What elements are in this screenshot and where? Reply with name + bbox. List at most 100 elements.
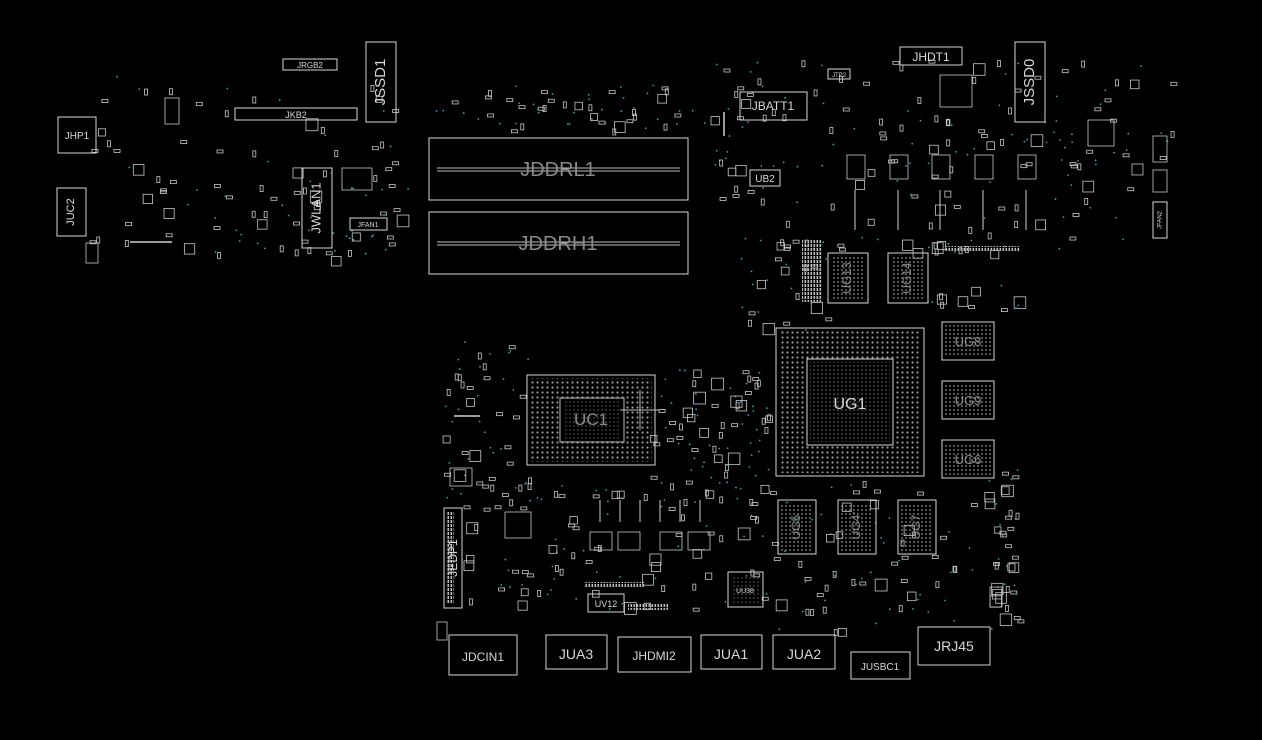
part-jfan1[interactable]: JFAN1 bbox=[349, 217, 388, 231]
via bbox=[448, 462, 451, 464]
part-ug9[interactable]: UG9 bbox=[941, 380, 995, 420]
part-jfan2[interactable]: JFAN2 bbox=[1152, 201, 1168, 239]
part-jhdt1[interactable]: JHDT1 bbox=[899, 46, 963, 66]
smd-part bbox=[396, 214, 410, 228]
via bbox=[644, 127, 647, 130]
via bbox=[718, 447, 721, 450]
via bbox=[646, 92, 649, 95]
via bbox=[551, 565, 554, 568]
smd-part bbox=[731, 423, 739, 428]
via bbox=[575, 598, 578, 600]
part-jddrl1[interactable]: JDDRL1 bbox=[428, 137, 689, 201]
via bbox=[1017, 62, 1019, 65]
via bbox=[1071, 133, 1073, 136]
part-ug5[interactable]: UG5 bbox=[777, 499, 817, 555]
smd-part bbox=[734, 185, 739, 193]
part-jrj45[interactable]: JRJ45 bbox=[917, 626, 991, 666]
part-uu38[interactable]: UU38 bbox=[727, 571, 764, 608]
via bbox=[715, 63, 718, 66]
via bbox=[489, 352, 491, 355]
part-ug1[interactable]: UG1 bbox=[775, 327, 925, 477]
smd-part bbox=[940, 535, 947, 540]
pin-strip bbox=[628, 604, 668, 610]
smd-part bbox=[643, 494, 648, 501]
part-ug7[interactable]: UG7 bbox=[897, 499, 937, 555]
smd-part bbox=[937, 241, 947, 250]
via bbox=[752, 405, 754, 408]
via bbox=[998, 104, 1001, 107]
smd-part bbox=[692, 583, 697, 591]
part-jssd1[interactable]: JSSD1 bbox=[365, 41, 397, 123]
part-jedp1[interactable]: JEDP1 bbox=[443, 507, 463, 609]
via bbox=[1023, 140, 1026, 143]
part-ug6[interactable]: UG6 bbox=[941, 439, 995, 479]
part-ug13[interactable]: UG13 bbox=[827, 252, 869, 304]
smd-part bbox=[562, 101, 567, 109]
part-jbatt1[interactable]: JBATT1 bbox=[739, 91, 808, 121]
via bbox=[590, 118, 593, 120]
smd-part bbox=[687, 413, 696, 423]
jfan2-label: JFAN2 bbox=[1158, 210, 1164, 229]
smd-part bbox=[674, 113, 682, 118]
jssd0-label: JSSD0 bbox=[1021, 59, 1038, 106]
part-jusbc1[interactable]: JUSBC1 bbox=[850, 651, 911, 680]
via bbox=[660, 395, 663, 398]
inductor bbox=[931, 154, 951, 180]
via bbox=[281, 204, 284, 207]
via bbox=[750, 514, 753, 517]
part-juc2[interactable]: JUC2 bbox=[56, 187, 87, 237]
part-jhp1[interactable]: JHP1 bbox=[57, 116, 97, 154]
via bbox=[736, 497, 739, 500]
part-jddrh1[interactable]: JDDRH1 bbox=[428, 211, 689, 275]
via bbox=[822, 102, 825, 105]
smd-part bbox=[1072, 213, 1080, 217]
smd-part bbox=[1008, 509, 1013, 517]
via bbox=[196, 189, 199, 191]
part-jwlan1[interactable]: JWLAN1 bbox=[301, 167, 333, 249]
inductor bbox=[889, 154, 909, 180]
part-jua1[interactable]: JUA1 bbox=[700, 634, 763, 670]
smd-part bbox=[767, 414, 771, 422]
part-jkb2[interactable]: JKB2 bbox=[234, 107, 358, 121]
ic-package bbox=[939, 74, 973, 108]
part-jua2[interactable]: JUA2 bbox=[772, 634, 836, 670]
via bbox=[604, 122, 607, 125]
part-jtp2[interactable]: JTP2 bbox=[827, 68, 851, 80]
smd-part bbox=[693, 391, 706, 405]
smd-part bbox=[705, 572, 713, 580]
smd-part bbox=[476, 481, 484, 486]
part-ug8[interactable]: UG8 bbox=[941, 321, 995, 361]
smd-part bbox=[879, 131, 887, 136]
smd-part bbox=[553, 490, 558, 498]
part-jua3[interactable]: JUA3 bbox=[545, 634, 608, 670]
smd-part bbox=[879, 118, 883, 126]
via bbox=[747, 414, 750, 417]
smd-part bbox=[279, 245, 284, 253]
via bbox=[755, 428, 758, 431]
smd-part bbox=[89, 240, 97, 245]
smd-part bbox=[1035, 219, 1046, 231]
part-uv12[interactable]: UV12 bbox=[587, 593, 625, 613]
via bbox=[968, 547, 971, 550]
via bbox=[527, 358, 530, 361]
jkb2-label: JKB2 bbox=[285, 110, 307, 120]
part-jssd0[interactable]: JSSD0 bbox=[1014, 41, 1046, 123]
part-jrgb2[interactable]: JRGB2 bbox=[282, 58, 338, 71]
smd-part bbox=[825, 533, 835, 543]
smd-part bbox=[1005, 544, 1013, 549]
smd-part bbox=[805, 608, 810, 616]
via bbox=[525, 482, 528, 484]
smd-part bbox=[720, 422, 725, 430]
smd-part bbox=[935, 204, 946, 216]
via bbox=[882, 541, 885, 544]
part-jdcin1[interactable]: JDCIN1 bbox=[448, 634, 518, 676]
via bbox=[186, 203, 189, 206]
part-ug4[interactable]: UG4 bbox=[837, 499, 877, 555]
smd-part bbox=[293, 221, 300, 226]
part-ub2[interactable]: UB2 bbox=[749, 169, 781, 187]
part-ug14[interactable]: UG14 bbox=[887, 252, 929, 304]
part-uc1[interactable]: UC1 bbox=[526, 374, 660, 466]
smd-part bbox=[1069, 236, 1077, 241]
part-jhdmi2[interactable]: JHDMI2 bbox=[617, 636, 692, 673]
smd-part bbox=[611, 490, 620, 500]
